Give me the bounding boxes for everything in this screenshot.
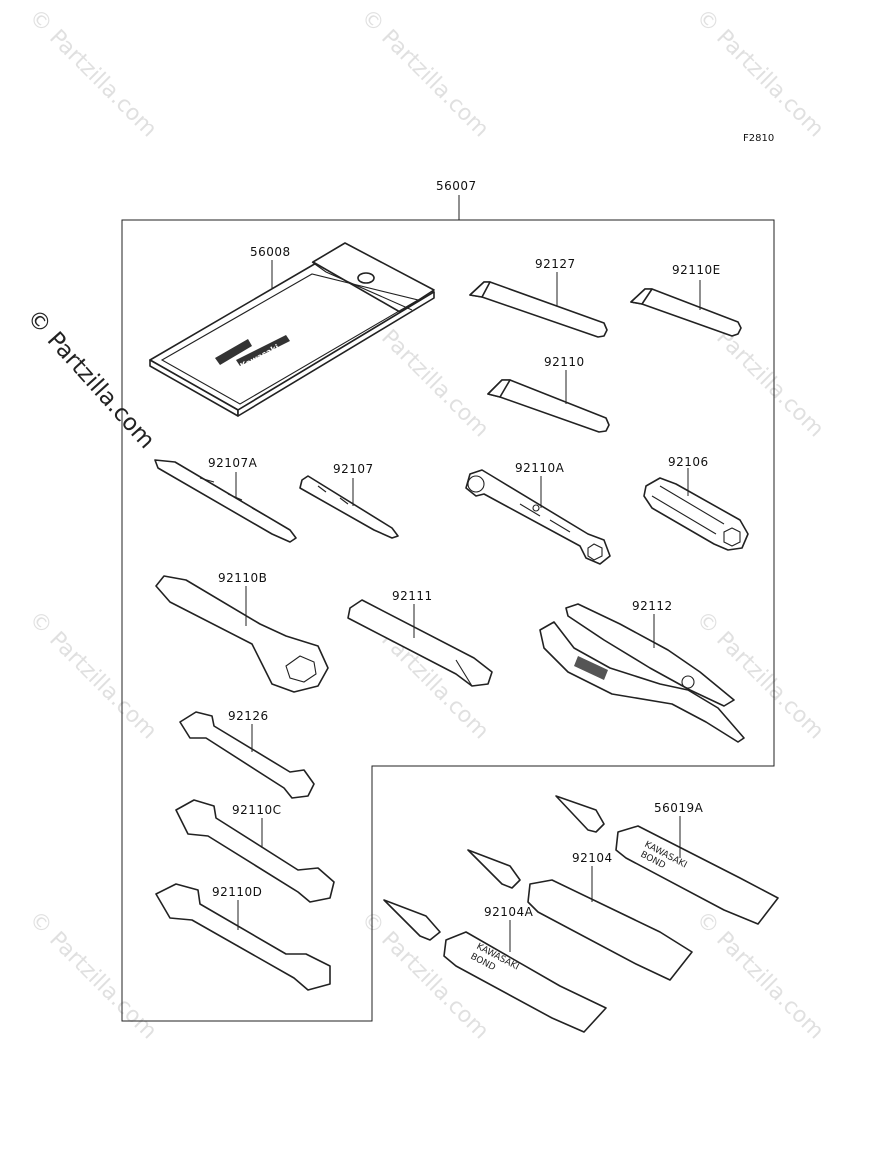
part-label-92110[interactable]: 92110 <box>544 355 585 369</box>
screwdriver-bit-a <box>154 459 297 543</box>
part-label-92104[interactable]: 92104 <box>572 851 613 865</box>
hex-key <box>487 379 610 433</box>
part-label-56019A[interactable]: 56019A <box>654 801 704 815</box>
part-label-56008[interactable]: 56008 <box>250 245 291 259</box>
watermark: © Partzilla.com <box>24 607 162 745</box>
part-label-92110E[interactable]: 92110E <box>672 263 721 277</box>
bond-tube-small: KAWASAKI BOND <box>383 899 607 1033</box>
part-label-92112[interactable]: 92112 <box>632 599 673 613</box>
bond-tube <box>467 849 693 981</box>
open-wrench-d <box>155 883 331 991</box>
ring-wrench-b <box>155 575 329 693</box>
open-wrench-c <box>175 799 335 903</box>
pliers <box>539 603 745 743</box>
part-label-92110A[interactable]: 92110A <box>515 461 565 475</box>
part-label-92107[interactable]: 92107 <box>333 462 374 476</box>
spark-plug-socket <box>643 477 749 551</box>
part-label-92110C[interactable]: 92110C <box>232 803 282 817</box>
screwdriver-bit <box>299 475 399 539</box>
watermark: © Partzilla.com <box>691 907 829 1045</box>
kit-outline <box>121 219 775 1022</box>
hex-key-e <box>630 288 742 337</box>
box-wrench-a <box>465 469 611 565</box>
part-label-92104A[interactable]: 92104A <box>484 905 534 919</box>
open-wrench-small <box>179 711 315 799</box>
part-label-92107A[interactable]: 92107A <box>208 456 258 470</box>
part-label-92111[interactable]: 92111 <box>392 589 433 603</box>
watermark: © Partzilla.com <box>691 5 829 143</box>
part-label-92110D[interactable]: 92110D <box>212 885 262 899</box>
hex-key-large <box>469 281 608 338</box>
figure-ref: F2810 <box>743 133 774 144</box>
part-label-92106[interactable]: 92106 <box>668 455 709 469</box>
assembly-number[interactable]: 56007 <box>436 179 477 193</box>
watermark: © Partzilla.com <box>24 5 162 143</box>
tool-pouch: Kawasaki <box>149 242 435 417</box>
handle-bar <box>347 599 493 687</box>
part-label-92110B[interactable]: 92110B <box>218 571 267 585</box>
watermark-side: © Partzilla.com <box>22 305 160 454</box>
part-label-92127[interactable]: 92127 <box>535 257 576 271</box>
part-label-92126[interactable]: 92126 <box>228 709 269 723</box>
watermark: © Partzilla.com <box>24 907 162 1045</box>
bond-tube-a: KAWASAKI BOND <box>555 795 779 925</box>
watermark: © Partzilla.com <box>356 5 494 143</box>
